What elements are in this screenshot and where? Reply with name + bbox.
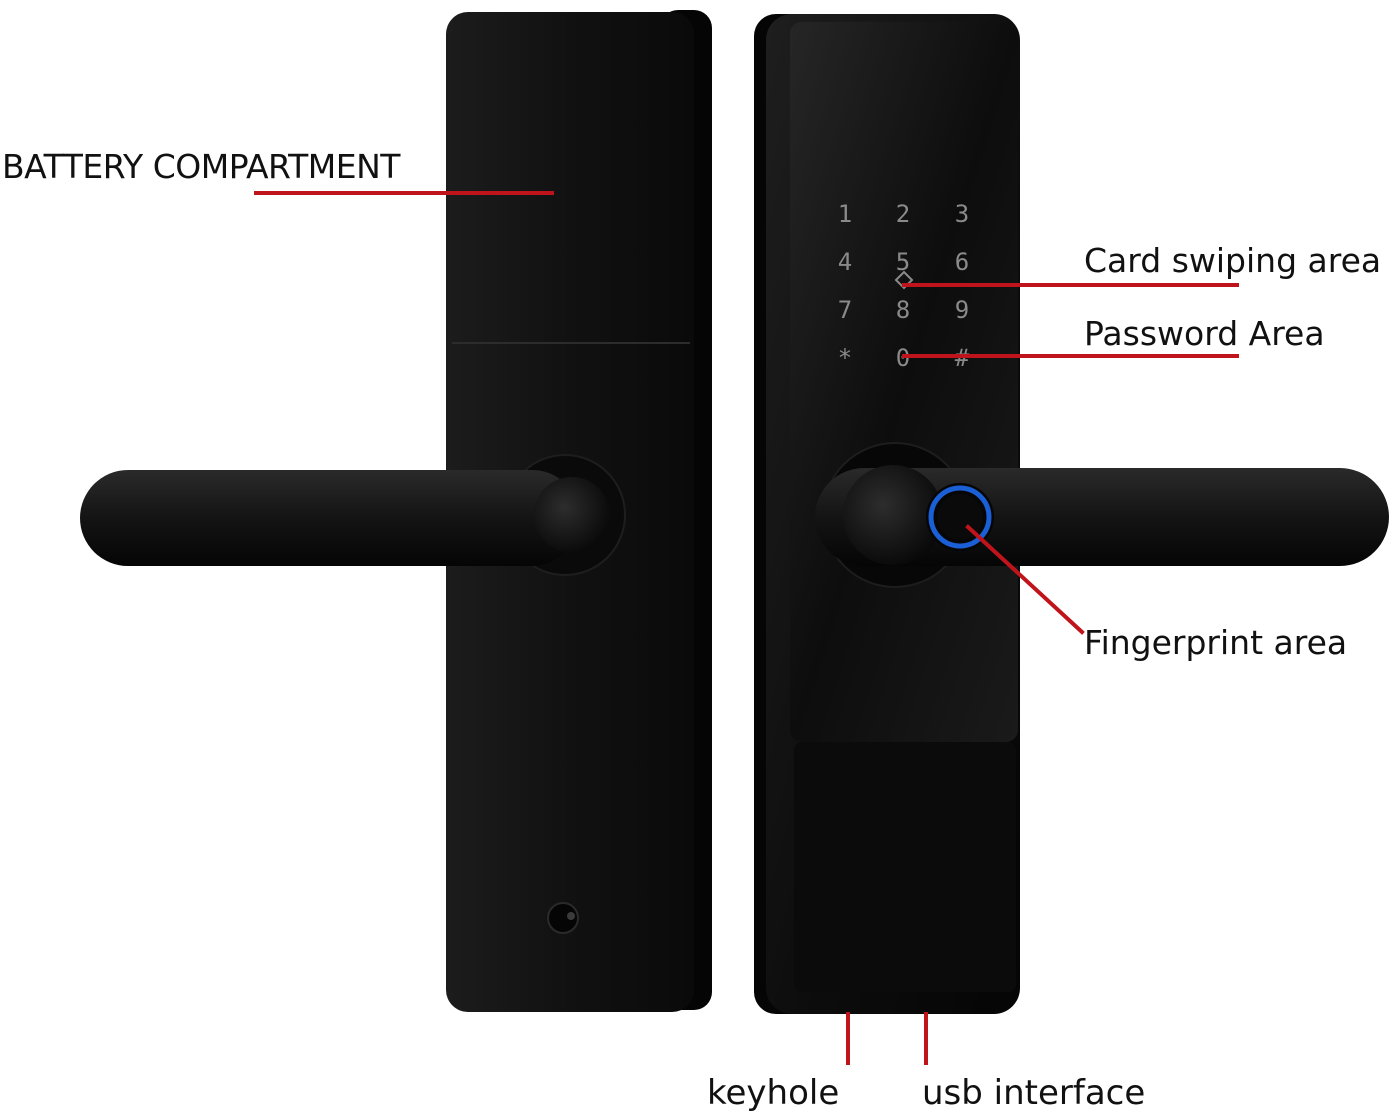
battery-compartment-label: BATTERY COMPARTMENT: [2, 147, 400, 186]
keypad-key: 5: [896, 248, 910, 276]
keypad-key: *: [838, 344, 852, 372]
keypad-key: 2: [896, 200, 910, 228]
card-swiping-area-label: Card swiping area: [1084, 241, 1382, 280]
keypad-key: 4: [838, 248, 852, 276]
back-handle-knob: [534, 477, 610, 553]
usb-interface-label: usb interface: [922, 1073, 1146, 1113]
keypad-key: 9: [955, 296, 969, 324]
keypad-key: 6: [955, 248, 969, 276]
fingerprint-ring-icon: [928, 485, 992, 549]
front-panel-glass: [790, 22, 1018, 742]
callout-fingerprint: [965, 524, 1085, 635]
back-handle-lever: [80, 470, 580, 566]
back-keyhole: [547, 902, 579, 934]
back-handle: [80, 454, 626, 576]
fingerprint-area-label: Fingerprint area: [1084, 623, 1348, 662]
keypad-key: 7: [838, 296, 852, 324]
callout-lines: [254, 191, 1239, 1065]
front-handle: [815, 442, 1389, 588]
front-panel-lower: [794, 742, 1016, 992]
keypad-key: 3: [955, 200, 969, 228]
keypad-key: 8: [896, 296, 910, 324]
password-area-label: Password Area: [1084, 314, 1325, 353]
front-handle-knob: [843, 465, 943, 565]
keyhole-label: keyhole: [707, 1073, 840, 1113]
keypad-key: 1: [838, 200, 852, 228]
card-reader-icon: [894, 270, 914, 290]
